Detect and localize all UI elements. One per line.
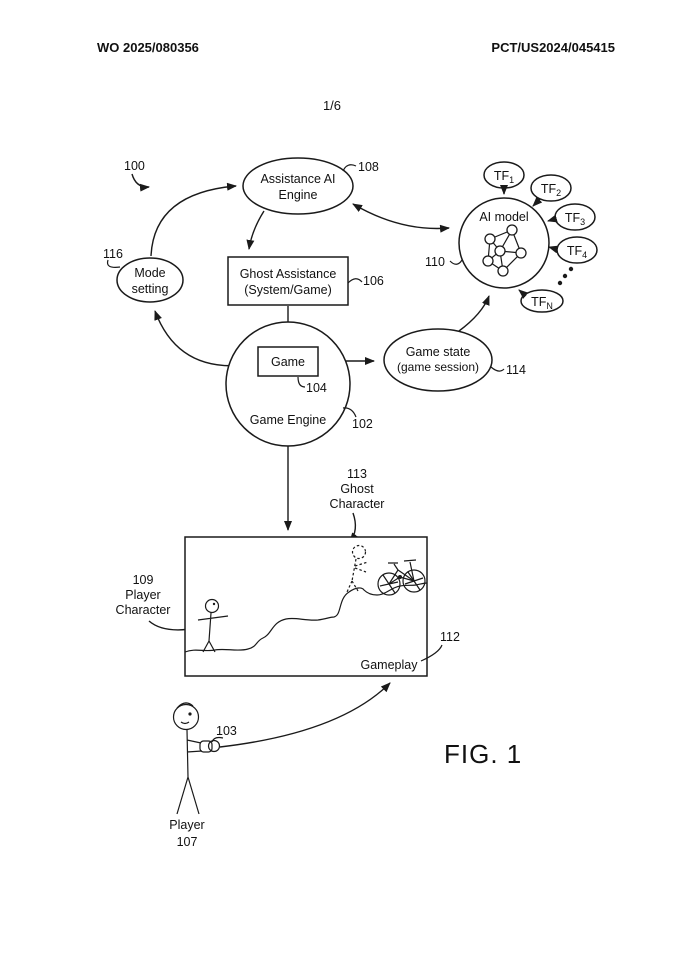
tf2-label: TF2 xyxy=(541,182,561,198)
ref-label-104: 104 xyxy=(306,381,327,395)
tf4-node: TF4 xyxy=(548,236,598,264)
ghost-character-figure xyxy=(346,544,369,593)
bicycle-icon xyxy=(377,559,426,596)
arrow-assistance-engine-to-ghost-assistance xyxy=(246,210,265,250)
ref-104-connector xyxy=(297,376,306,388)
ref-102-connector xyxy=(342,407,357,418)
arrow-assistance-engine-ai-model-bidirectional xyxy=(352,203,450,233)
ref-label-100: 100 xyxy=(124,159,145,173)
sheet-number: 1/6 xyxy=(323,98,341,113)
mode-setting-label-line2: setting xyxy=(132,282,169,296)
ref-106-connector xyxy=(347,278,363,284)
human-player-figure: 103 Player 107 xyxy=(169,702,237,849)
ghost-character-callout: 113 Ghost Character xyxy=(330,467,385,543)
tf1-node: TF1 xyxy=(483,161,525,195)
neural-network-icon xyxy=(482,224,527,277)
terrain-path xyxy=(184,582,428,653)
tf4-label: TF4 xyxy=(567,244,587,260)
ghost-assistance-label-line1: Ghost Assistance xyxy=(240,267,337,281)
arrow-tf2-to-ai-model xyxy=(532,196,543,207)
game-engine-label: Game Engine xyxy=(250,413,326,427)
game-state-node: Game state (game session) 114 xyxy=(383,328,526,392)
arrow-mode-setting-to-assistance-engine xyxy=(150,182,237,257)
ref-112-connector xyxy=(420,644,443,662)
ref-label-110: 110 xyxy=(425,255,445,269)
figure-caption: FIG. 1 xyxy=(444,739,522,769)
arrow-tfn-to-ai-model xyxy=(518,289,529,299)
arrow-player-input-to-gameplay xyxy=(219,682,391,748)
ghost-assistance-label-line2: (System/Game) xyxy=(244,283,332,297)
tf-ellipsis-dots xyxy=(557,266,574,286)
assistance-ai-engine-label-line1: Assistance AI xyxy=(260,172,335,186)
ref-label-113: 113 xyxy=(347,467,367,481)
ref-label-107: 107 xyxy=(177,835,198,849)
assistance-ai-engine-node: Assistance AI Engine 108 xyxy=(242,157,379,215)
ref-label-102: 102 xyxy=(352,417,373,431)
ref-100-pointer-arrow xyxy=(131,173,150,192)
arrow-tf4-to-ai-model xyxy=(548,245,559,254)
tfn-node: TFN xyxy=(518,289,564,313)
game-label: Game xyxy=(271,355,305,369)
game-engine-node: Game Engine 102 Game 104 xyxy=(225,321,373,447)
ref-label-109: 109 xyxy=(133,573,154,587)
tf3-label: TF3 xyxy=(565,211,585,227)
ref-label-112: 112 xyxy=(440,630,460,644)
ref-label-108: 108 xyxy=(358,160,379,174)
ref-label-114: 114 xyxy=(506,363,526,377)
arrow-tf3-to-ai-model xyxy=(547,214,558,223)
tfn-label: TFN xyxy=(531,295,553,311)
ghost-character-label-line1: Ghost xyxy=(340,482,374,496)
game-state-label-line2: (game session) xyxy=(397,360,479,374)
ghost-character-label-line2: Character xyxy=(330,497,385,511)
ref-108-connector xyxy=(342,164,357,172)
ai-model-node: AI model 110 xyxy=(425,197,550,289)
mode-setting-node: Mode setting 116 xyxy=(103,247,184,303)
ghost-assistance-node: Ghost Assistance (System/Game) 106 xyxy=(227,256,384,306)
ai-model-label: AI model xyxy=(479,210,528,224)
player-character-callout: 109 Player Character xyxy=(116,573,198,634)
ref-116-connector xyxy=(106,259,121,268)
arrow-game-state-to-ai-model xyxy=(458,295,490,332)
ref-110-connector xyxy=(449,259,463,265)
game-controller-icon xyxy=(199,739,221,753)
mode-setting-label-line1: Mode xyxy=(134,266,165,280)
assistance-ai-engine-label-line2: Engine xyxy=(279,188,318,202)
tf3-node: TF3 xyxy=(547,203,596,231)
player-character-figure xyxy=(197,598,229,653)
ref-103-connector xyxy=(211,736,224,743)
ref-label-106: 106 xyxy=(363,274,384,288)
gameplay-screen: Gameplay xyxy=(184,536,428,677)
header-application-number: PCT/US2024/045415 xyxy=(491,40,615,55)
ref-114-connector xyxy=(490,366,505,372)
player-label: Player xyxy=(169,818,204,832)
ref-label-103: 103 xyxy=(216,724,237,738)
gameplay-label: Gameplay xyxy=(361,658,419,672)
player-character-label-line1: Player xyxy=(125,588,160,602)
tf1-label: TF1 xyxy=(494,169,514,185)
ref-label-116: 116 xyxy=(103,247,123,261)
game-state-label-line1: Game state xyxy=(406,345,471,359)
tf2-node: TF2 xyxy=(530,174,572,207)
header-publication-number: WO 2025/080356 xyxy=(97,40,199,55)
player-character-label-line2: Character xyxy=(116,603,171,617)
